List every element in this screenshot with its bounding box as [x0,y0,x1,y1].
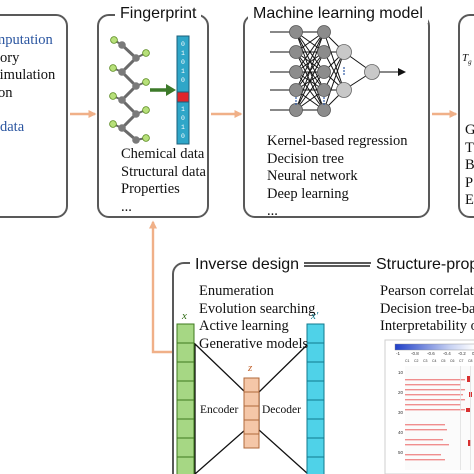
colorbar [394,343,474,351]
tg-subscript: g [468,58,472,67]
structure-property-title: Structure-prop [371,256,474,274]
sp-item-1: Pearson correlati [380,283,474,299]
inverse-item-2: Evolution searching [199,300,316,317]
y-tick-3: 30 [397,410,403,415]
cbar-tick-5: -0.2 [458,351,466,356]
ml-item-1: Kernel-based regression [267,133,408,149]
cbar-tick-6: 0 [472,351,474,356]
inverse-item-1: Enumeration [199,283,274,299]
fingerprint-title: Fingerprint [115,5,202,23]
fingerprint-arrow-icon [150,84,176,96]
x-prime-label: x' [311,310,319,322]
fingerprint-list: Chemical data Structural data Properties… [121,146,206,216]
left-item-5: data [0,119,25,135]
svg-text:0: 0 [181,133,185,140]
heatmap-area [405,366,474,470]
fingerprint-item-2: Structural data [121,163,206,180]
sp-item-2: Decision tree-bas [380,300,474,317]
neural-network-icon [270,25,406,117]
ml-item-3: Neural network [267,168,358,184]
svg-text:0: 0 [181,41,185,48]
svg-text:0: 0 [181,77,185,84]
x-tick-6: C6 [450,359,455,363]
autoencoder-icon [176,323,325,474]
svg-text:1: 1 [181,124,185,131]
arrow-inverse-to-fingerprint [149,220,172,354]
right-item-4: P [465,174,474,191]
fingerprint-panel [97,14,209,218]
ml-model-panel [243,14,430,218]
left-item-2: ory [0,49,20,66]
inverse-design-title: Inverse design [190,256,305,274]
svg-text:1: 1 [181,68,185,75]
heatmap-y-ticks: 10 20 30 40 50 [393,370,403,470]
decoder-label: Decoder [262,404,301,416]
left-panel [0,14,68,218]
x-tick-8: C8 [468,359,473,363]
y-tick-5: 50 [397,450,403,455]
z-label: z [248,362,253,374]
x-tick-1: C1 [405,359,410,363]
ml-item-5: ... [267,203,278,219]
fingerprint-item-3: Properties [121,181,180,197]
y-tick-1: 10 [397,370,403,375]
output-vector-x-prime [306,323,325,474]
structure-property-list: Pearson correlati Decision tree-bas Inte… [380,283,474,336]
cbar-tick-3: -0.6 [427,351,435,356]
fingerprint-item-1: Chemical data [121,146,205,162]
ml-item-4: Deep learning [267,185,349,202]
svg-text:1: 1 [181,106,185,113]
x-tick-4: C4 [432,359,437,363]
molecule-chain-icon [109,36,150,144]
right-item-2: T [465,139,474,156]
right-panel [458,14,474,218]
right-item-1: G [465,122,474,138]
left-item-1: mputation [0,32,53,48]
inverse-item-4: Generative models [199,335,309,352]
right-item-5: E [465,192,474,208]
right-item-3: B [465,157,474,173]
heatmap-x-ticks: C1 C2 C3 C4 C5 C6 C7 C8 [405,359,474,365]
colorbar-ticks: -1 -0.8 -0.6 -0.4 -0.2 0 [396,351,474,359]
svg-text:0: 0 [181,59,185,66]
inverse-item-3: Active learning [199,318,289,334]
x-tick-3: C3 [423,359,428,363]
ml-item-2: Decision tree [267,150,344,167]
left-panel-list: mputation ory simulation ion data [0,32,55,137]
x-tick-2: C2 [414,359,419,363]
y-tick-2: 20 [397,390,403,395]
cbar-tick-1: -1 [396,351,401,356]
fingerprint-vector-icon: 0 1 0 1 0 1 0 1 0 [176,35,190,145]
cbar-tick-4: -0.4 [443,351,451,356]
ml-model-list: Kernel-based regression Decision tree Ne… [267,133,408,221]
sp-item-3: Interpretability o [380,318,474,334]
correlation-heatmap [384,339,474,474]
encoder-label: Encoder [200,404,239,416]
cbar-tick-2: -0.8 [411,351,419,356]
x-tick-5: C5 [441,359,446,363]
input-vector-x [176,323,195,474]
fingerprint-item-4: ... [121,198,132,215]
x-label: x [182,310,187,322]
svg-text:0: 0 [181,115,185,122]
latent-vector-z [243,377,260,449]
tg-symbol: T [462,52,469,64]
x-tick-7: C7 [459,359,464,363]
left-item-3: simulation [0,67,56,83]
ml-model-title: Machine learning model [248,5,428,23]
right-panel-symbol: Tg [462,52,472,66]
right-panel-list: G T B P E [465,122,474,210]
left-item-4: ion [0,84,13,101]
svg-text:1: 1 [181,50,185,57]
y-tick-4: 40 [397,430,403,435]
inverse-design-list: Enumeration Evolution searching Active l… [199,283,315,353]
